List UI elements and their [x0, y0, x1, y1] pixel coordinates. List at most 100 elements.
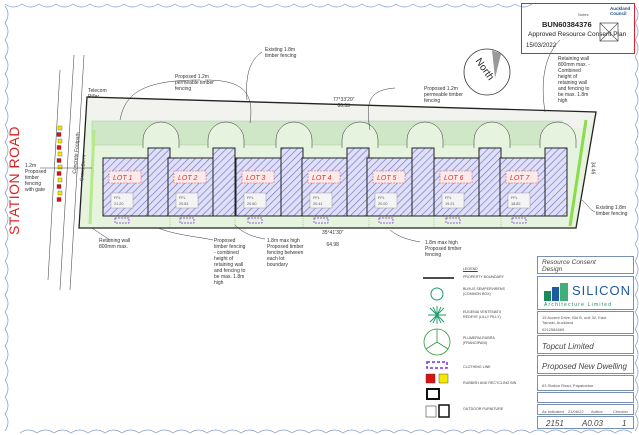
- rubbish-bin-icon: [56, 132, 62, 137]
- ffl-value: 20.00: [378, 202, 388, 206]
- rubbish-bin-icon: [56, 171, 62, 176]
- title-block-meta: As indicated 21/06/22 Author Checker: [537, 404, 634, 415]
- bearing-text: 77°33'20": [333, 97, 355, 103]
- recycling-bin-icon: [57, 125, 63, 131]
- title-block-firm-address: 15 Accent Drive, Bld B, unit 32, East Ta…: [537, 311, 634, 334]
- property-boundary: [78, 96, 597, 229]
- title-block-blank: [537, 392, 634, 403]
- note-permeable-fence-right: Proposed 1.2m permeable timber fencing: [424, 86, 463, 104]
- lot-label: LOT 5: [377, 175, 397, 182]
- silicon-logo-icon: [544, 283, 568, 301]
- kerb-line: [47, 69, 61, 281]
- lot-1: LOT 1 FFL 21.20: [102, 121, 180, 228]
- courtyard-arch: [539, 121, 577, 148]
- ffl-label: FFL: [247, 196, 254, 200]
- recycling-bin-icon: [57, 164, 63, 170]
- project-name: Proposed New Dwelling: [542, 362, 627, 371]
- lot-label: LOT 1: [113, 175, 133, 182]
- consent-stamp: Notes Auckland Council BUN60384376 Appro…: [521, 3, 635, 54]
- client-name: Topcut Limited: [542, 342, 594, 351]
- clothing-line-icon: [179, 217, 195, 224]
- top-bearing: 77°33'20"86.53: [333, 97, 354, 109]
- ffl-label: FFL: [313, 196, 320, 200]
- sheet-number: A0.03: [582, 419, 603, 428]
- ffl-box: [110, 192, 134, 209]
- lot-4: LOT 4 FFL 20.41: [301, 121, 379, 228]
- lot-label: LOT 6: [444, 175, 464, 182]
- title-block-project: Proposed New Dwelling: [537, 355, 634, 374]
- lot-label: LOT 4: [312, 175, 332, 182]
- lot-label-box: [372, 170, 406, 184]
- clothing-line-icon: [378, 217, 394, 224]
- legend-item: BUXUS SEMPERVIRENS (COMMON BOX): [463, 287, 505, 296]
- lily-pilly-icon: [428, 306, 446, 324]
- ffl-box: [374, 192, 398, 209]
- courtyard-arch: [473, 121, 511, 148]
- recycling-bin-icon: [57, 151, 63, 157]
- revision-cloud-border: [4, 3, 639, 434]
- ffl-label: FFL: [114, 196, 121, 200]
- consent-date: 15/03/2022: [526, 43, 557, 49]
- consent-number: BUN60384376: [542, 20, 592, 29]
- site-address: 63 Station Road, Papatoetoe: [542, 383, 594, 388]
- legend-item: EUGENIA VENTENATII REDEYE (LILLY PILLY): [463, 310, 501, 319]
- note-lot-boundary-fence: 1.8m max high Proposed timber fencing be…: [267, 238, 304, 268]
- note-combined-fence: Proposed timber fencing - combined heigh…: [214, 238, 246, 286]
- legend-item: PROPERTY BOUNDARY: [463, 275, 504, 279]
- lot-label-box: [439, 170, 473, 184]
- drawn-by: Author: [591, 409, 603, 414]
- garage-footprint: [147, 147, 171, 217]
- bottom-bearing: 35°41'30"64.98: [322, 230, 343, 248]
- courtyard-arch: [275, 121, 313, 148]
- ffl-value: 19.21: [445, 202, 455, 206]
- note-existing-fence-right: Existing 1.8m timber fencing: [596, 205, 628, 217]
- frangipani-icon: [423, 328, 451, 356]
- garage-footprint: [478, 147, 502, 217]
- lot-3: LOT 3 FFL 20.60: [235, 121, 313, 228]
- job-number: 2151: [546, 419, 564, 428]
- clothing-line-icon: [313, 217, 329, 224]
- firm-phone: 0212584669: [542, 327, 565, 332]
- checked-by: Checker: [613, 409, 628, 414]
- stage-text: Resource Consent Design: [542, 259, 596, 273]
- garage-footprint: [346, 147, 370, 217]
- ffl-value: 20.81: [179, 202, 189, 206]
- lot-label-box: [307, 170, 341, 184]
- right-boundary-length: 34.46: [589, 161, 596, 175]
- rubbish-bin-icon: [56, 158, 62, 163]
- ffl-value: 20.41: [313, 202, 323, 206]
- length-text: 86.53: [337, 103, 350, 109]
- ffl-value: 20.60: [247, 202, 257, 206]
- legend-item: CLOTHING LINE: [463, 365, 491, 369]
- lot-label-box: [241, 170, 275, 184]
- ffl-box: [243, 192, 267, 209]
- ffl-label: FFL: [179, 196, 186, 200]
- title-block-logo: SILICON Architecture Limited: [537, 276, 634, 310]
- lot-label: LOT 3: [246, 175, 266, 182]
- courtyard-arch: [207, 121, 245, 148]
- rubbish-bin-icon: [56, 145, 62, 150]
- ffl-value: 21.20: [114, 202, 124, 206]
- title-block-sheet: 2151 A0.03 1: [537, 416, 634, 429]
- ffl-label: FFL: [511, 196, 518, 200]
- clothing-line-icon: [114, 217, 130, 224]
- firm-name: SILICON: [572, 283, 632, 298]
- garage-footprint: [411, 147, 435, 217]
- bearing-text: 35°41'30": [322, 230, 344, 236]
- council-logo: Auckland Council: [610, 6, 631, 16]
- garage-footprint: [544, 147, 568, 217]
- note-front-fence: 1.2m Proposed timber fencing with gate: [25, 163, 47, 193]
- revision: 1: [622, 419, 627, 428]
- scale: As indicated: [542, 409, 564, 414]
- legend-item: RUBBISH AND RECYCLING BIN: [463, 381, 517, 385]
- rubbish-bin-icon: [56, 184, 62, 189]
- revision-cloud: [4, 3, 639, 434]
- note-retaining-bottom-left: Retaining wall 800mm max.: [99, 238, 131, 250]
- courtyard-arch: [142, 121, 180, 148]
- rubbish-bin-icon: [56, 197, 62, 202]
